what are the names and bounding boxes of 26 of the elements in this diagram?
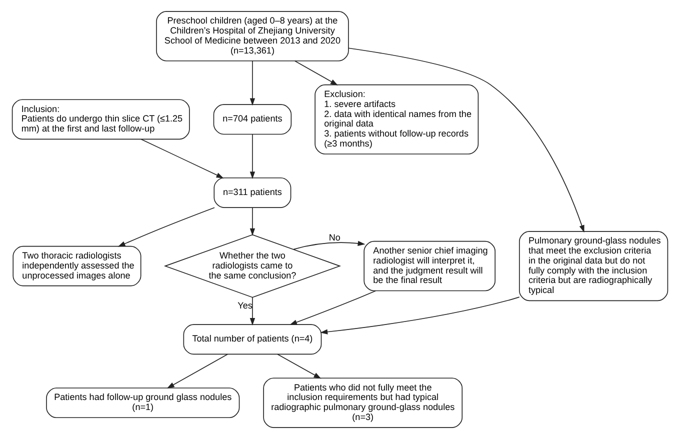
arrow	[276, 354, 321, 379]
node-box: Patients who did not fully meet the inclusion requirements but had typical radiographic pulmonary ground-glass nodules (n=3)	[262, 378, 462, 428]
arrow	[289, 290, 376, 325]
arrow	[294, 60, 338, 86]
arrow	[117, 207, 214, 247]
node-box: Exclusion: 1. severe artifacts 2. data with identical names from the original data 3. patients without follow-up records (≥3 months)	[314, 84, 478, 154]
arrow	[249, 207, 255, 236]
node-box: Patients had follow-up ground glass nodules (n=1)	[46, 388, 240, 418]
node-box: Another senior chief imaging radiologist will interpret it, and the judgment result will be the final result	[363, 240, 496, 292]
arrow	[348, 48, 584, 233]
node-box: Total number of patients (n=4)	[182, 324, 322, 355]
edge-label: Yes	[237, 300, 252, 310]
node-box: Inclusion: Patients do undergo thin slice CT (≤1.25 mm) at the first and last follow-up	[11, 99, 190, 140]
arrow	[249, 134, 255, 180]
node-box: Two thoracic radiologists independently assessed the unprocessed images alone	[12, 246, 141, 286]
arrow	[320, 296, 520, 334]
node-box: n=311 patients	[213, 177, 291, 208]
node-box: n=704 patients	[212, 104, 292, 135]
arrow	[249, 60, 255, 106]
arrow	[140, 138, 224, 178]
node-box: Preschool children (aged 0–8 years) at the Children’s Hospital of Zhejiang University School of Medicine between 2013 and 2020 (n=13,361)	[156, 11, 348, 62]
arrow	[249, 297, 255, 326]
arrow	[292, 240, 365, 250]
arrow	[166, 354, 228, 388]
node-box: Pulmonary ground-glass nodules that meet the exclusion criteria in the original data but do not fully comply with the inclusion criteria but are radiographically typical	[518, 231, 668, 302]
edge-label: No	[328, 232, 340, 242]
